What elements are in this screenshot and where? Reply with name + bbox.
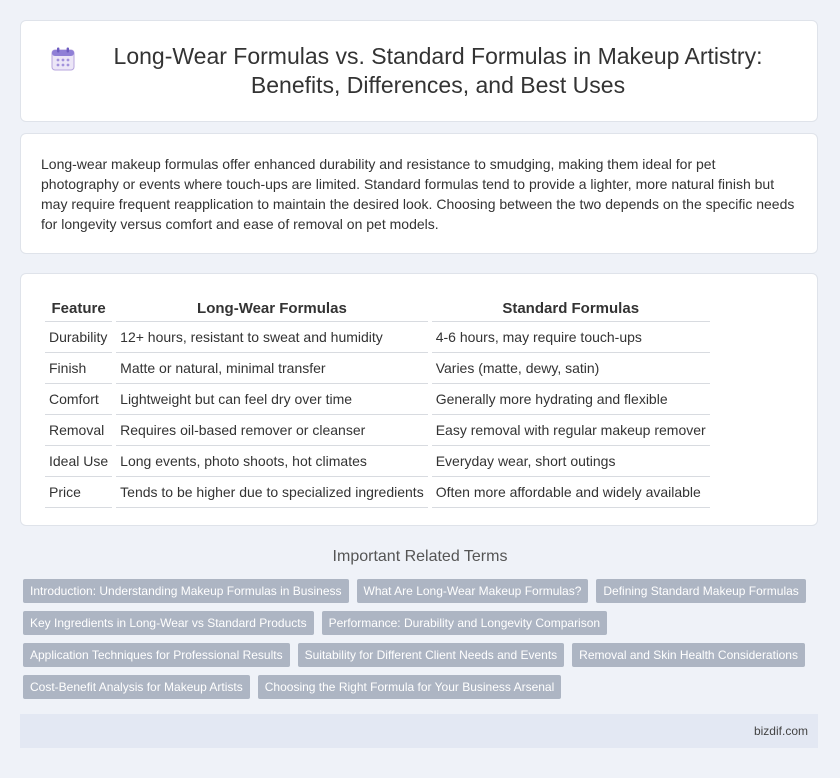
table-row: Finish Matte or natural, minimal transfe… bbox=[45, 353, 710, 384]
comparison-card: Feature Long-Wear Formulas Standard Form… bbox=[20, 273, 818, 526]
table-row: Comfort Lightweight but can feel dry ove… bbox=[45, 384, 710, 415]
site-name[interactable]: bizdif.com bbox=[753, 724, 808, 738]
row-long-wear: Long events, photo shoots, hot climates bbox=[116, 446, 428, 477]
calendar-icon bbox=[51, 47, 75, 71]
intro-card: Long-wear makeup formulas offer enhanced… bbox=[20, 133, 818, 254]
related-terms-list: Introduction: Understanding Makeup Formu… bbox=[23, 579, 823, 699]
header-long-wear: Long-Wear Formulas bbox=[116, 296, 428, 322]
row-long-wear: Requires oil-based remover or cleanser bbox=[116, 415, 428, 446]
table-row: Durability 12+ hours, resistant to sweat… bbox=[45, 322, 710, 353]
row-long-wear: Tends to be higher due to specialized in… bbox=[116, 477, 428, 508]
related-term-tag[interactable]: Application Techniques for Professional … bbox=[23, 643, 290, 667]
footer: bizdif.com bbox=[20, 714, 818, 748]
title-wrap: Long-Wear Formulas vs. Standard Formulas… bbox=[50, 42, 788, 100]
row-standard: Generally more hydrating and flexible bbox=[431, 384, 710, 415]
header-standard: Standard Formulas bbox=[431, 296, 710, 322]
table-row: Removal Requires oil-based remover or cl… bbox=[45, 415, 710, 446]
related-term-tag[interactable]: What Are Long-Wear Makeup Formulas? bbox=[356, 579, 589, 603]
related-term-tag[interactable]: Cost-Benefit Analysis for Makeup Artists bbox=[23, 675, 250, 699]
row-standard: Everyday wear, short outings bbox=[431, 446, 710, 477]
row-long-wear: Matte or natural, minimal transfer bbox=[116, 353, 428, 384]
table-header-row: Feature Long-Wear Formulas Standard Form… bbox=[45, 296, 710, 322]
related-term-tag[interactable]: Performance: Durability and Longevity Co… bbox=[321, 611, 608, 635]
intro-text: Long-wear makeup formulas offer enhanced… bbox=[41, 156, 795, 232]
row-standard: Easy removal with regular makeup remover bbox=[431, 415, 710, 446]
row-long-wear: Lightweight but can feel dry over time bbox=[116, 384, 428, 415]
row-long-wear: 12+ hours, resistant to sweat and humidi… bbox=[116, 322, 428, 353]
related-term-tag[interactable]: Removal and Skin Health Considerations bbox=[572, 643, 805, 667]
comparison-table: Feature Long-Wear Formulas Standard Form… bbox=[41, 296, 714, 508]
related-term-tag[interactable]: Defining Standard Makeup Formulas bbox=[596, 579, 806, 603]
page-title: Long-Wear Formulas vs. Standard Formulas… bbox=[113, 43, 763, 98]
related-term-tag[interactable]: Suitability for Different Client Needs a… bbox=[297, 643, 565, 667]
related-term-tag[interactable]: Key Ingredients in Long-Wear vs Standard… bbox=[23, 611, 314, 635]
related-terms-heading: Important Related Terms bbox=[332, 548, 508, 565]
title-card: Long-Wear Formulas vs. Standard Formulas… bbox=[20, 20, 818, 122]
table-row: Ideal Use Long events, photo shoots, hot… bbox=[45, 446, 710, 477]
related-term-tag[interactable]: Introduction: Understanding Makeup Formu… bbox=[23, 579, 349, 603]
row-standard: Varies (matte, dewy, satin) bbox=[431, 353, 710, 384]
table-row: Price Tends to be higher due to speciali… bbox=[45, 477, 710, 508]
row-feature: Removal bbox=[45, 415, 113, 446]
row-feature: Ideal Use bbox=[45, 446, 113, 477]
related-term-tag[interactable]: Choosing the Right Formula for Your Busi… bbox=[257, 675, 562, 699]
row-feature: Finish bbox=[45, 353, 113, 384]
row-feature: Comfort bbox=[45, 384, 113, 415]
row-standard: 4-6 hours, may require touch-ups bbox=[431, 322, 710, 353]
row-standard: Often more affordable and widely availab… bbox=[431, 477, 710, 508]
row-feature: Durability bbox=[45, 322, 113, 353]
row-feature: Price bbox=[45, 477, 113, 508]
header-feature: Feature bbox=[45, 296, 113, 322]
